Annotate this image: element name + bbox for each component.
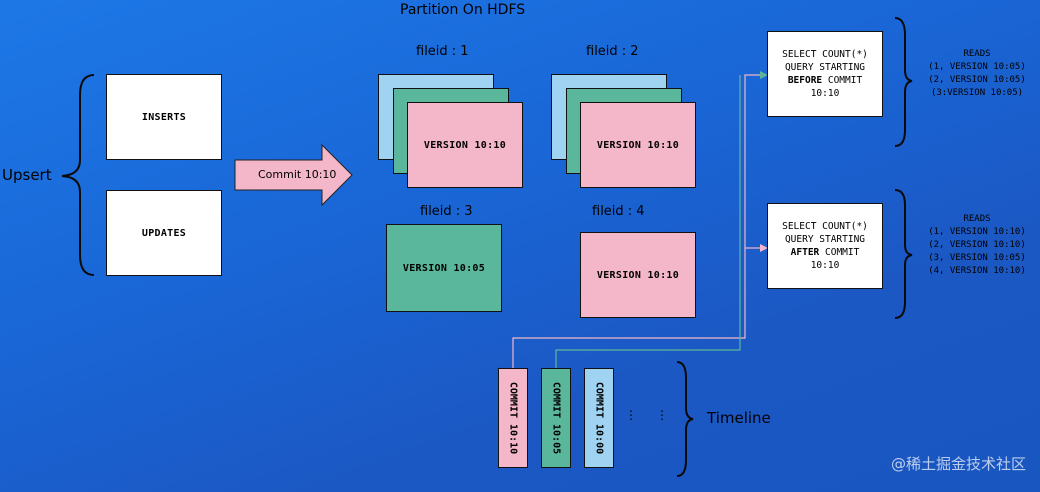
commit-1010-block: COMMIT 10:10 xyxy=(498,368,528,468)
reads-after-title: READS xyxy=(963,214,991,224)
upsert-brace xyxy=(61,74,95,276)
query-before-line3-rest: COMMIT xyxy=(822,75,863,86)
query-after-box: SELECT COUNT(*) QUERY STARTING AFTER COM… xyxy=(767,203,883,289)
commit-1005-connector xyxy=(555,75,741,368)
query-before-line4: 10:10 xyxy=(810,88,840,99)
commit-arrow-shape xyxy=(234,143,353,207)
timeline-ellipsis-1: ⋮ xyxy=(625,408,637,422)
file4-version: VERSION 10:10 xyxy=(596,269,680,281)
query-before-box: SELECT COUNT(*) QUERY STARTING BEFORE CO… xyxy=(767,31,883,117)
fileid-4-label: fileid : 4 xyxy=(592,204,645,219)
reads-after-row: (1, VERSION 10:10) xyxy=(928,227,1026,237)
fileid-2-label: fileid : 2 xyxy=(586,44,639,59)
query-before-bold: BEFORE xyxy=(787,75,823,86)
upsert-label: Upsert xyxy=(2,166,52,184)
file1-version: VERSION 10:10 xyxy=(423,139,507,151)
file2-version-box: VERSION 10:10 xyxy=(580,102,696,188)
query-after-line3-rest: COMMIT xyxy=(819,247,860,258)
reads-before-row: (1, VERSION 10:05) xyxy=(928,62,1026,72)
commit-1000-label: COMMIT 10:00 xyxy=(593,381,605,455)
reads-before-title: READS xyxy=(963,49,991,59)
file4-version-box: VERSION 10:10 xyxy=(580,232,696,318)
commit-1005-label: COMMIT 10:05 xyxy=(550,381,562,455)
timeline-label: Timeline xyxy=(707,409,771,427)
query-after-line3: AFTER COMMIT xyxy=(791,246,860,259)
timeline-brace xyxy=(676,361,694,477)
reads-after: READS (1, VERSION 10:10) (2, VERSION 10:… xyxy=(918,213,1036,278)
updates-label: UPDATES xyxy=(141,227,187,239)
arrow-head-after xyxy=(760,244,768,252)
query-before-line3: BEFORE COMMIT xyxy=(788,74,862,87)
reads-before-row: (2, VERSION 10:05) xyxy=(928,75,1026,85)
timeline-ellipsis-2: ⋮ xyxy=(656,408,668,422)
query-before-line2: QUERY STARTING xyxy=(784,62,866,73)
partition-title: Partition On HDFS xyxy=(400,2,526,18)
file3-version: VERSION 10:05 xyxy=(402,262,486,274)
file1-version-box: VERSION 10:10 xyxy=(407,102,523,188)
reads-after-row: (4, VERSION 10:10) xyxy=(928,266,1026,276)
fileid-3-label: fileid : 3 xyxy=(420,204,473,219)
inserts-label: INSERTS xyxy=(141,111,187,123)
commit-1010-label: COMMIT 10:10 xyxy=(507,381,519,455)
updates-box: UPDATES xyxy=(106,190,222,276)
reads-after-row: (3, VERSION 10:05) xyxy=(928,253,1026,263)
reads-after-brace xyxy=(894,189,913,319)
query-after-line2: QUERY STARTING xyxy=(784,234,866,245)
arrow-head-before xyxy=(760,71,768,79)
file2-version: VERSION 10:10 xyxy=(596,139,680,151)
reads-before: READS (1, VERSION 10:05) (2, VERSION 10:… xyxy=(918,48,1036,100)
query-after-line1: SELECT COUNT(*) xyxy=(782,221,868,232)
watermark: @稀土掘金技术社区 xyxy=(890,455,1026,473)
commit-1000-block: COMMIT 10:00 xyxy=(584,368,614,468)
commit-arrow-label: Commit 10:10 xyxy=(258,168,337,181)
file3-version-box: VERSION 10:05 xyxy=(386,224,502,312)
reads-after-row: (2, VERSION 10:10) xyxy=(928,240,1026,250)
fileid-1-label: fileid : 1 xyxy=(416,44,469,59)
query-after-bold: AFTER xyxy=(790,247,820,258)
query-after-line4: 10:10 xyxy=(810,260,840,271)
query-before-line1: SELECT COUNT(*) xyxy=(782,49,868,60)
commit-1005-block: COMMIT 10:05 xyxy=(541,368,571,468)
reads-before-row: (3:VERSION 10:05) xyxy=(930,88,1024,98)
commit-1010-connector xyxy=(512,74,760,368)
reads-before-brace xyxy=(894,17,913,147)
inserts-box: INSERTS xyxy=(106,74,222,160)
